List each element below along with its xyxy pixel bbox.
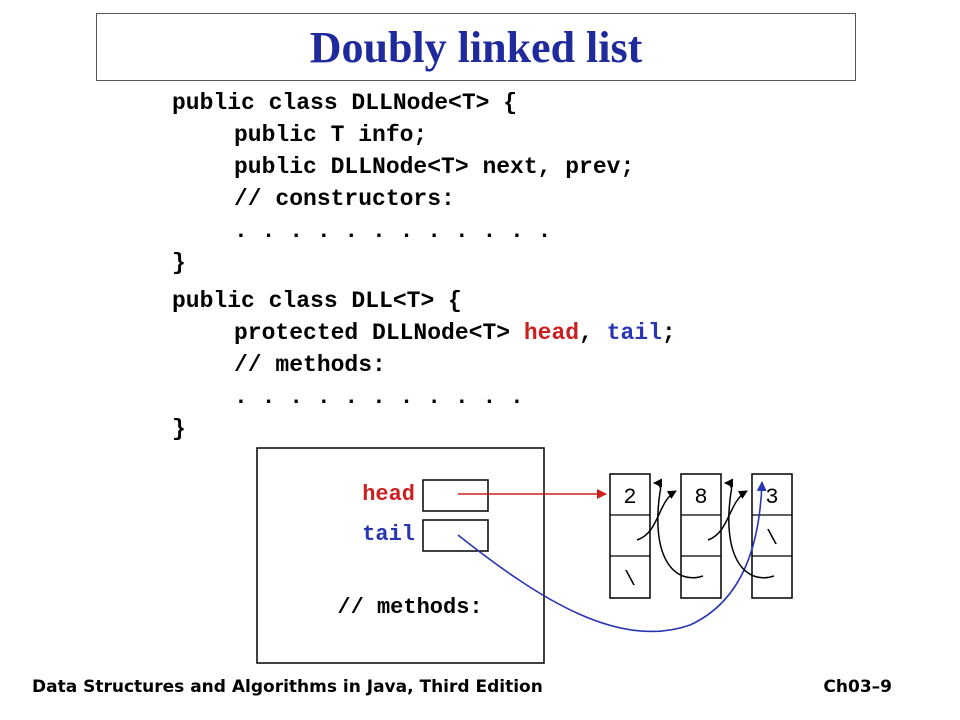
code-line: public class DLL<T> { (172, 288, 462, 314)
prev-pointer-arrow (653, 478, 704, 579)
code-line: // constructors: (234, 186, 455, 212)
head-label: head (362, 482, 415, 507)
node-1: 2 \ (609, 473, 651, 599)
slide-title: Doubly linked list (309, 22, 643, 72)
title-box: Doubly linked list (96, 13, 856, 81)
node-value: 3 (765, 485, 778, 510)
dll-code-block: public class DLL<T> { protected DLLNode<T… (172, 285, 676, 445)
footer-book-title: Data Structures and Algorithms in Java, … (32, 677, 543, 697)
code-fragment: protected DLLNode<T> (234, 320, 524, 346)
code-line: } (172, 250, 186, 276)
code-fragment: , (579, 320, 607, 346)
tail-pointer-arrow (457, 481, 767, 633)
node-value: 8 (694, 485, 707, 510)
code-line: public T info; (234, 122, 428, 148)
code-fragment: ; (661, 320, 676, 346)
tail-label: tail (362, 522, 415, 547)
code-line: // methods: (234, 352, 386, 378)
code-line: } (172, 416, 186, 442)
prev-pointer-arrow (724, 478, 775, 579)
footer-page-number: Ch03–9 (823, 677, 892, 697)
node-3: 3 \ (751, 473, 793, 599)
tail-field (422, 519, 489, 552)
head-field (422, 479, 489, 512)
methods-label: // methods: (337, 595, 482, 620)
dllnode-code-block: public class DLLNode<T> { public T info; p… (172, 87, 634, 279)
code-line: protected DLLNode<T> head, tail; (172, 317, 676, 349)
code-line: . . . . . . . . . . . . (234, 218, 552, 244)
code-line: public DLLNode<T> next, prev; (234, 154, 635, 180)
code-tail-keyword: tail (606, 320, 662, 346)
null-prev-mark: \ (624, 569, 636, 592)
null-next-mark: \ (766, 528, 778, 551)
code-line: . . . . . . . . . . . (234, 384, 524, 410)
node-value: 2 (623, 485, 636, 510)
code-line: public class DLLNode<T> { (172, 90, 518, 116)
code-head-keyword: head (523, 320, 580, 346)
dll-object-box (256, 447, 545, 664)
